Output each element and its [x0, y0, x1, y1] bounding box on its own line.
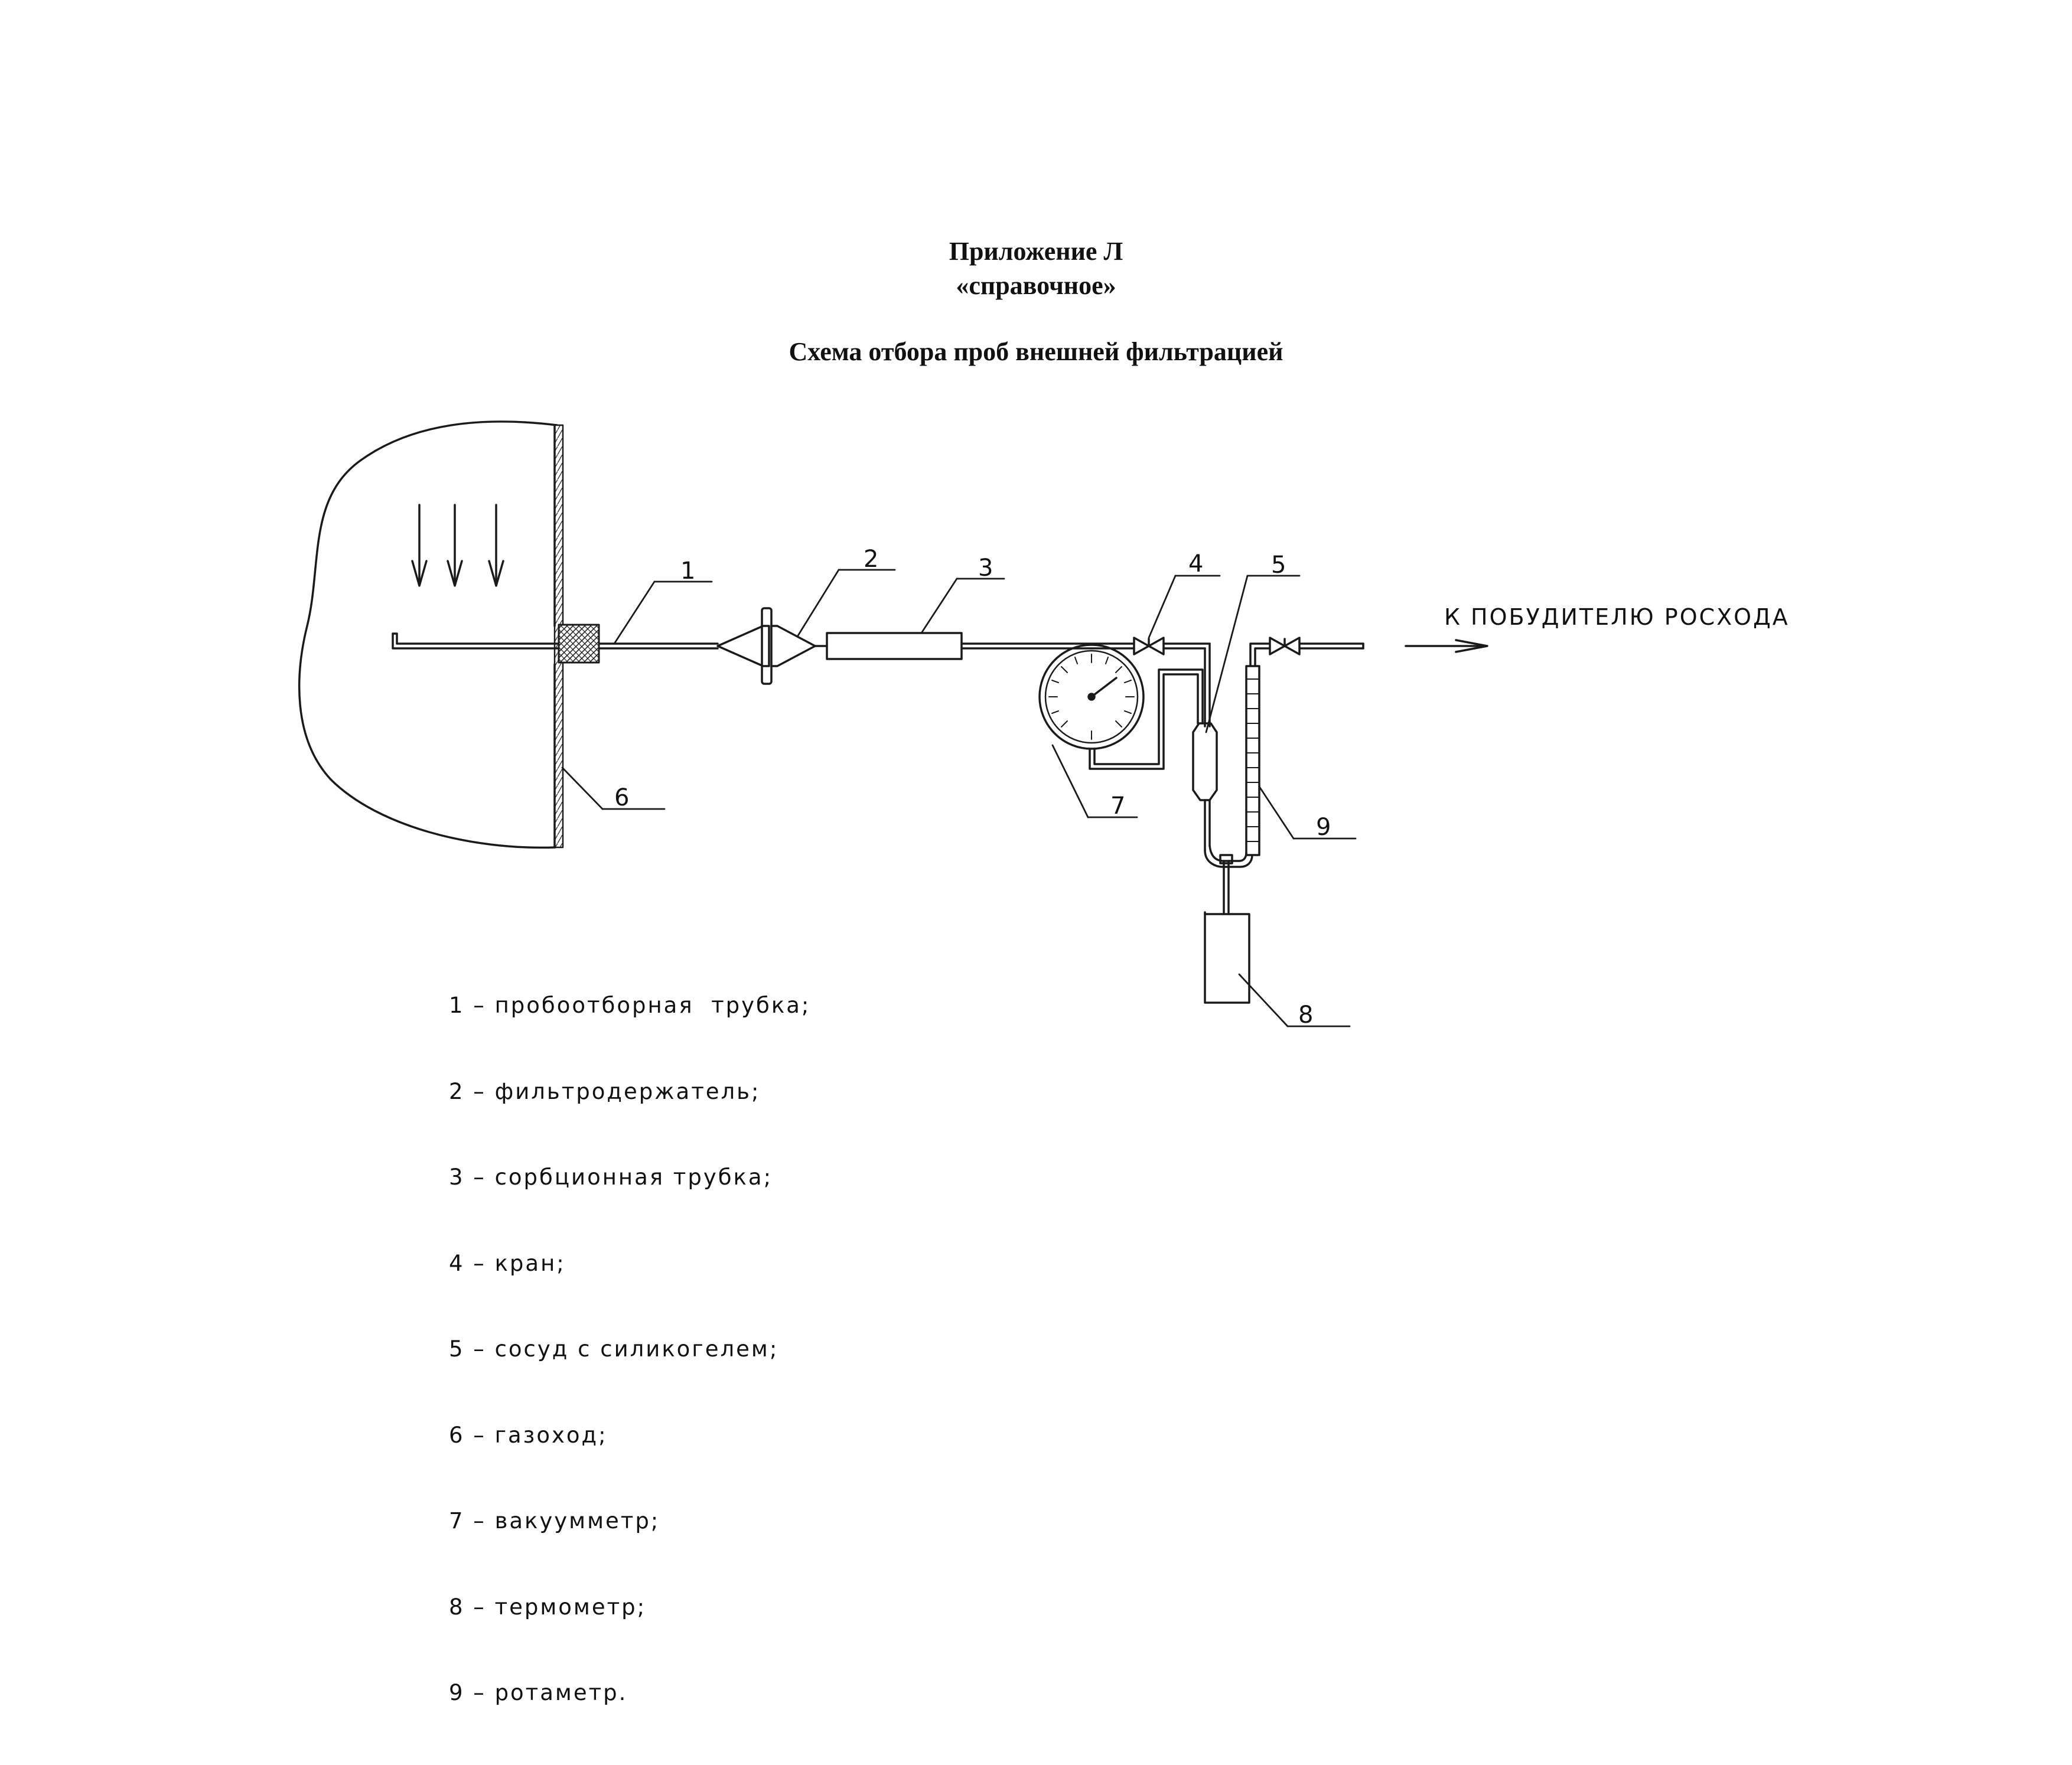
legend-item-6: 6 – газоход;: [449, 1422, 608, 1448]
appendix-status: «справочное»: [956, 271, 1116, 300]
callout-3: 3: [978, 554, 993, 582]
silica-gel-vessel: [1192, 722, 1253, 868]
callout-6: 6: [614, 784, 629, 811]
legend-item-3: 3 – сорбционная трубка;: [449, 1164, 773, 1190]
callout-7: 7: [1110, 792, 1125, 820]
appendix-heading: Приложение Л: [949, 237, 1123, 266]
legend-item-5: 5 – сосуд с силикогелем;: [449, 1336, 779, 1362]
legend-item-1: 1 – пробоотборная трубка;: [449, 993, 811, 1018]
legend-item-7: 7 – вакуумметр;: [449, 1508, 660, 1534]
callout-2: 2: [864, 546, 878, 573]
legend-item-2: 2 – фильтродержатель;: [449, 1078, 761, 1104]
outlet-valve-icon: [1269, 637, 1364, 655]
vacuum-gauge-icon: [1038, 644, 1204, 770]
legend-item-9: 9 – ротаметр.: [449, 1680, 628, 1705]
gas-duct: [298, 420, 564, 849]
callout-9: 9: [1316, 814, 1331, 841]
sampling-tube: [392, 624, 719, 664]
rotameter: [1245, 642, 1271, 856]
flow-destination-label: К ПОБУДИТЕЛЮ РОСХОДА: [1444, 604, 1790, 630]
thermometer: [1204, 854, 1250, 1004]
filter-holder: [716, 607, 828, 685]
sorbent-tube: [826, 632, 1136, 660]
flow-direction-arrow-icon: [1405, 639, 1488, 653]
flow-arrows-icon: [411, 504, 504, 587]
page: Приложение Л «справочное» Схема отбора п…: [298, 237, 1790, 1705]
callout-1: 1: [680, 557, 695, 585]
callout-4: 4: [1188, 550, 1203, 578]
legend-item-8: 8 – термометр;: [449, 1594, 647, 1620]
legend: 1 – пробоотборная трубка; 2 – фильтродер…: [449, 934, 810, 1765]
callout-5: 5: [1271, 552, 1286, 579]
sampling-scheme-diagram: 1 2 3 4 5 6 7 8 9 К ПОБУДИТЕЛЮ РОСХОДА: [298, 420, 1790, 1029]
legend-item-4: 4 – кран;: [449, 1250, 566, 1276]
valve-4-icon: [1133, 637, 1211, 727]
callout-leaders: [561, 569, 1357, 1027]
diagram-title: Схема отбора проб внешней фильтрацией: [789, 337, 1283, 366]
callout-8: 8: [1298, 1001, 1313, 1029]
callout-numbers: 1 2 3 4 5 6 7 8 9: [614, 546, 1331, 1029]
